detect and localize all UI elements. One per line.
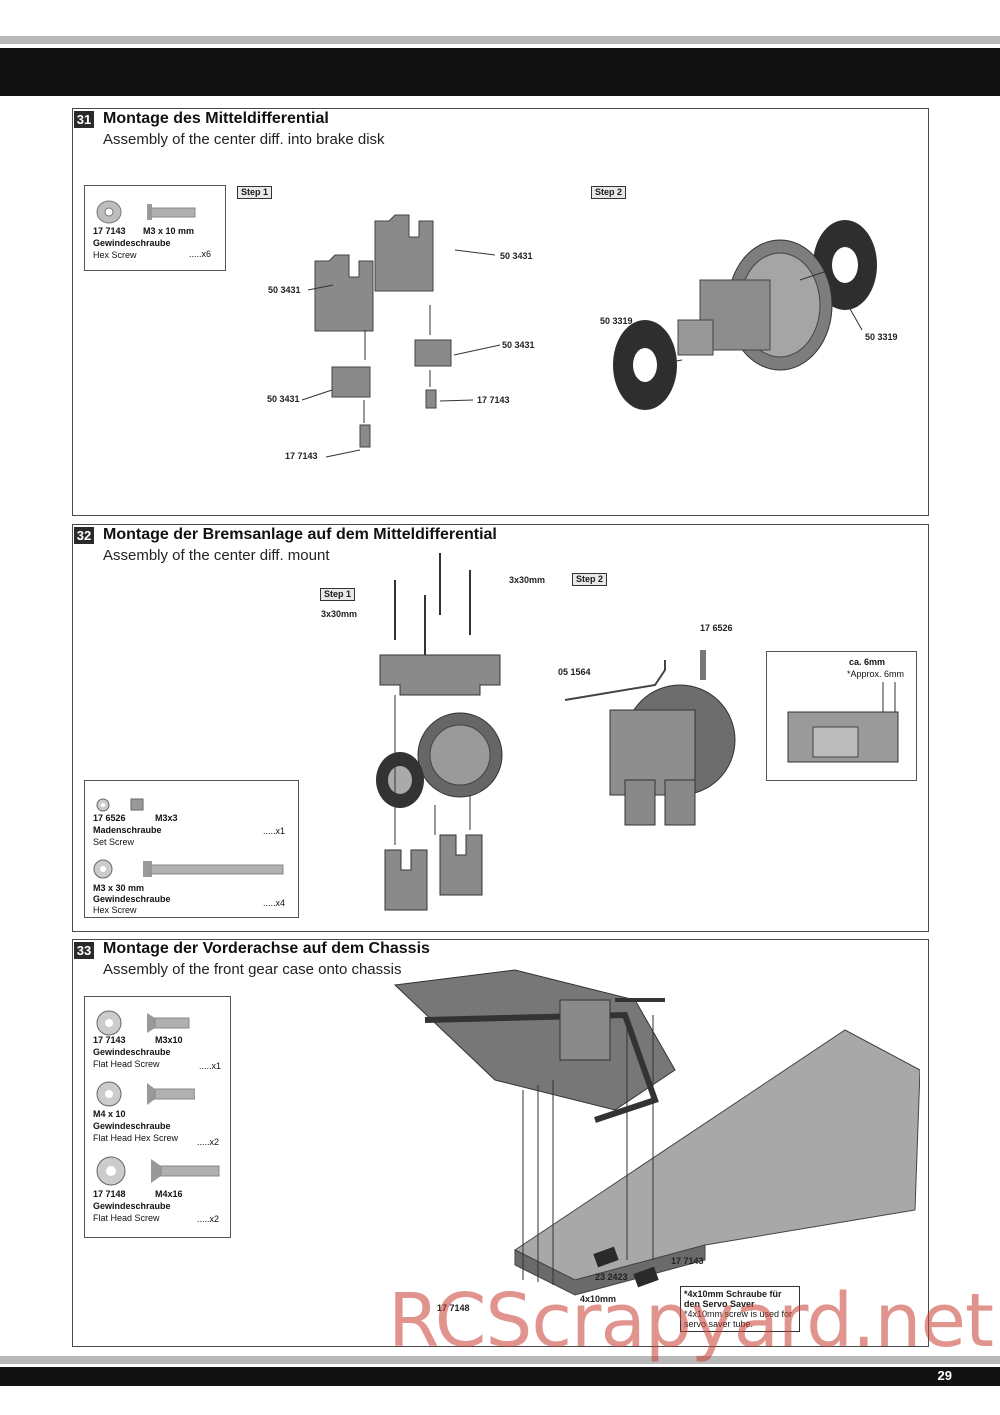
part-id: 17 6526 xyxy=(93,813,126,823)
callout-50-3431-b: 50 3431 xyxy=(500,251,533,261)
parts-box-32: 17 6526 M3x3 Madenschraube Set Screw ...… xyxy=(84,780,299,918)
section-32-title-de: Montage der Bremsanlage auf dem Mitteldi… xyxy=(103,526,497,543)
callout-50-3431-a: 50 3431 xyxy=(268,285,301,295)
part-name-de: Gewindeschraube xyxy=(93,1201,171,1211)
note-en: *4x10mm screw is used for servo saver tu… xyxy=(684,1309,793,1329)
brake-mount-diagram xyxy=(376,553,503,911)
callout-17-7148: 17 7148 xyxy=(437,1303,470,1313)
parts-box-33: 17 7143 M3x10 Gewindeschraube Flat Head … xyxy=(84,996,231,1238)
callout-50-3431-c: 50 3431 xyxy=(502,340,535,350)
footer-rule xyxy=(0,1356,1000,1364)
long-flat-screw-icon xyxy=(96,1156,220,1186)
part-id: M3 x 30 mm xyxy=(93,883,145,893)
callout-23-2423: 23 2423 xyxy=(595,1272,628,1282)
callout-17-7143-b: 17 7143 xyxy=(285,451,318,461)
callout-4x10mm: 4x10mm xyxy=(580,1294,617,1304)
detail-de: ca. 6mm xyxy=(849,657,886,667)
header-bar xyxy=(0,48,1000,96)
part-size: M3 x 10 mm xyxy=(143,226,195,236)
part-name-en: Hex Screw xyxy=(93,905,137,915)
part-size: M4x16 xyxy=(155,1189,183,1199)
set-screw-icon xyxy=(96,798,144,812)
part-name-de: Madenschraube xyxy=(93,825,162,835)
part-name-en: Flat Head Screw xyxy=(93,1059,160,1069)
part-name-en: Flat Head Screw xyxy=(93,1213,160,1223)
section-33-number: 33 xyxy=(74,942,94,959)
part-id: 17 7143 xyxy=(93,1035,126,1045)
part-name-de: Gewindeschraube xyxy=(93,1047,171,1057)
section-31-title-en: Assembly of the center diff. into brake … xyxy=(103,131,385,148)
part-qty: .....x1 xyxy=(199,1061,222,1071)
section-33-title-de: Montage der Vorderachse auf dem Chassis xyxy=(103,940,430,957)
part-id: 17 7143 xyxy=(93,226,126,236)
detail-inset: ca. 6mm *Approx. 6mm xyxy=(766,651,917,781)
step-2-badge: Step 2 xyxy=(591,186,627,199)
step-2-badge-32: Step 2 xyxy=(572,573,608,586)
callout-17-7143-c: 17 7143 xyxy=(671,1256,704,1266)
center-diff-mount-diagram xyxy=(301,214,501,458)
note-de: *4x10mm Schraube für den Servo Saver xyxy=(684,1289,782,1309)
step-1-badge: Step 1 xyxy=(237,186,273,199)
callout-50-3319-a: 50 3319 xyxy=(600,316,633,326)
diff-gear-diagram xyxy=(613,220,877,410)
screw-parts-icon xyxy=(96,200,196,224)
part-name-en: Hex Screw xyxy=(93,250,137,260)
part-name-de: Gewindeschraube xyxy=(93,238,171,248)
flat-hex-screw-icon xyxy=(96,1081,195,1107)
detail-en: *Approx. 6mm xyxy=(847,669,905,679)
part-name-de: Gewindeschraube xyxy=(93,1121,171,1131)
part-qty: .....x1 xyxy=(263,826,286,836)
callout-17-7143-a: 17 7143 xyxy=(477,395,510,405)
section-32-title-en: Assembly of the center diff. mount xyxy=(103,547,330,564)
callout-3x30-b: 3x30mm xyxy=(509,575,546,585)
footer-bar xyxy=(0,1367,1000,1386)
watermark-text: RCScrapyard.net xyxy=(388,1278,994,1364)
header-rule xyxy=(0,36,1000,44)
callout-3x30-a: 3x30mm xyxy=(321,609,358,619)
callout-50-3319-b: 50 3319 xyxy=(865,332,898,342)
part-id: M4 x 10 xyxy=(93,1109,126,1119)
servo-saver-note: *4x10mm Schraube für den Servo Saver *4x… xyxy=(680,1286,800,1332)
part-qty: .....x4 xyxy=(263,898,286,908)
detail-diagram xyxy=(787,682,899,763)
callout-05-1564: 05 1564 xyxy=(558,667,591,677)
part-name-de: Gewindeschraube xyxy=(93,894,171,904)
part-size: M3x10 xyxy=(155,1035,183,1045)
part-qty: .....x2 xyxy=(197,1137,220,1147)
part-qty: .....x6 xyxy=(189,249,212,259)
part-id: 17 7148 xyxy=(93,1189,126,1199)
flat-screw-icon xyxy=(96,1010,190,1036)
chassis-front-axle-diagram xyxy=(393,969,920,1296)
parts-box-31: 17 7143 M3 x 10 mm Gewindeschraube Hex S… xyxy=(84,185,226,271)
section-33-title-en: Assembly of the front gear case onto cha… xyxy=(103,961,402,978)
section-32-number: 32 xyxy=(74,527,94,544)
section-31-title-de: Montage des Mitteldifferential xyxy=(103,110,329,127)
part-name-en: Set Screw xyxy=(93,837,135,847)
page-number: 29 xyxy=(937,1368,952,1383)
callout-50-3431-d: 50 3431 xyxy=(267,394,300,404)
part-name-en: Flat Head Hex Screw xyxy=(93,1133,179,1143)
part-qty: .....x2 xyxy=(197,1214,220,1224)
step-1-badge-32: Step 1 xyxy=(320,588,356,601)
part-size: M3x3 xyxy=(155,813,178,823)
long-screw-icon xyxy=(93,859,284,879)
brake-assembly-diagram xyxy=(564,650,736,826)
section-31-number: 31 xyxy=(74,111,94,128)
callout-17-6526: 17 6526 xyxy=(700,623,733,633)
